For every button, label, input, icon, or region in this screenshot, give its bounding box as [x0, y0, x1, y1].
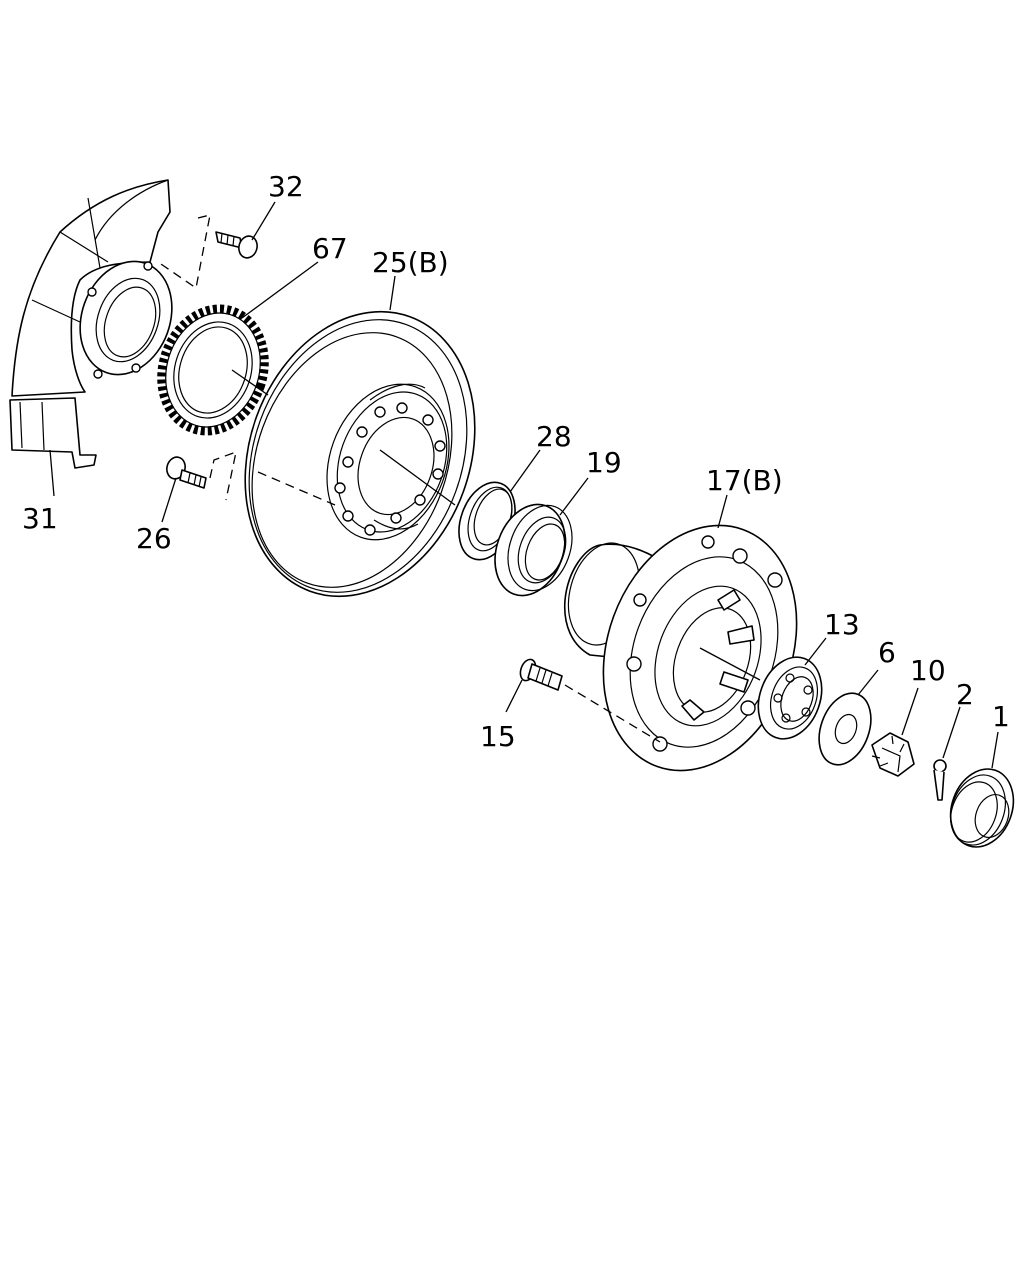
- callout-19: 19: [586, 446, 622, 479]
- part-67-abs-ring: [157, 304, 269, 436]
- part-6-washer: [818, 692, 872, 766]
- part-26-bolt: [166, 456, 207, 489]
- leader-lines: [49, 201, 999, 769]
- part-19-inner-bearing: [494, 503, 573, 597]
- part-2-cotter-pin: [933, 759, 947, 801]
- assembly-lines: [157, 214, 661, 743]
- part-31-dust-shield: [9, 179, 173, 469]
- part-25-brake-disc: [244, 310, 476, 598]
- callout-1: 1: [992, 700, 1010, 733]
- callout-2: 2: [956, 678, 974, 711]
- callout-15: 15: [480, 720, 516, 753]
- part-13-outer-bearing: [757, 656, 823, 740]
- callout-28: 28: [536, 420, 572, 453]
- callout-13: 13: [824, 608, 860, 641]
- part-17-wheel-hub: [563, 524, 798, 772]
- callout-10: 10: [910, 654, 946, 687]
- part-32-bolt: [215, 231, 258, 259]
- callout-labels: 32 67 25(B) 31 26 28 19 17(B) 13 6 10 2 …: [22, 170, 1010, 753]
- part-1-hub-cap: [949, 768, 1015, 848]
- callout-32: 32: [268, 170, 304, 203]
- part-10-castle-nut: [871, 732, 915, 777]
- callout-25b: 25(B): [372, 246, 449, 279]
- callout-67: 67: [312, 232, 348, 265]
- callout-6: 6: [878, 636, 896, 669]
- callout-31: 31: [22, 502, 58, 535]
- callout-17b: 17(B): [706, 464, 783, 497]
- callout-26: 26: [136, 522, 172, 555]
- part-15-hub-stud: [519, 658, 563, 691]
